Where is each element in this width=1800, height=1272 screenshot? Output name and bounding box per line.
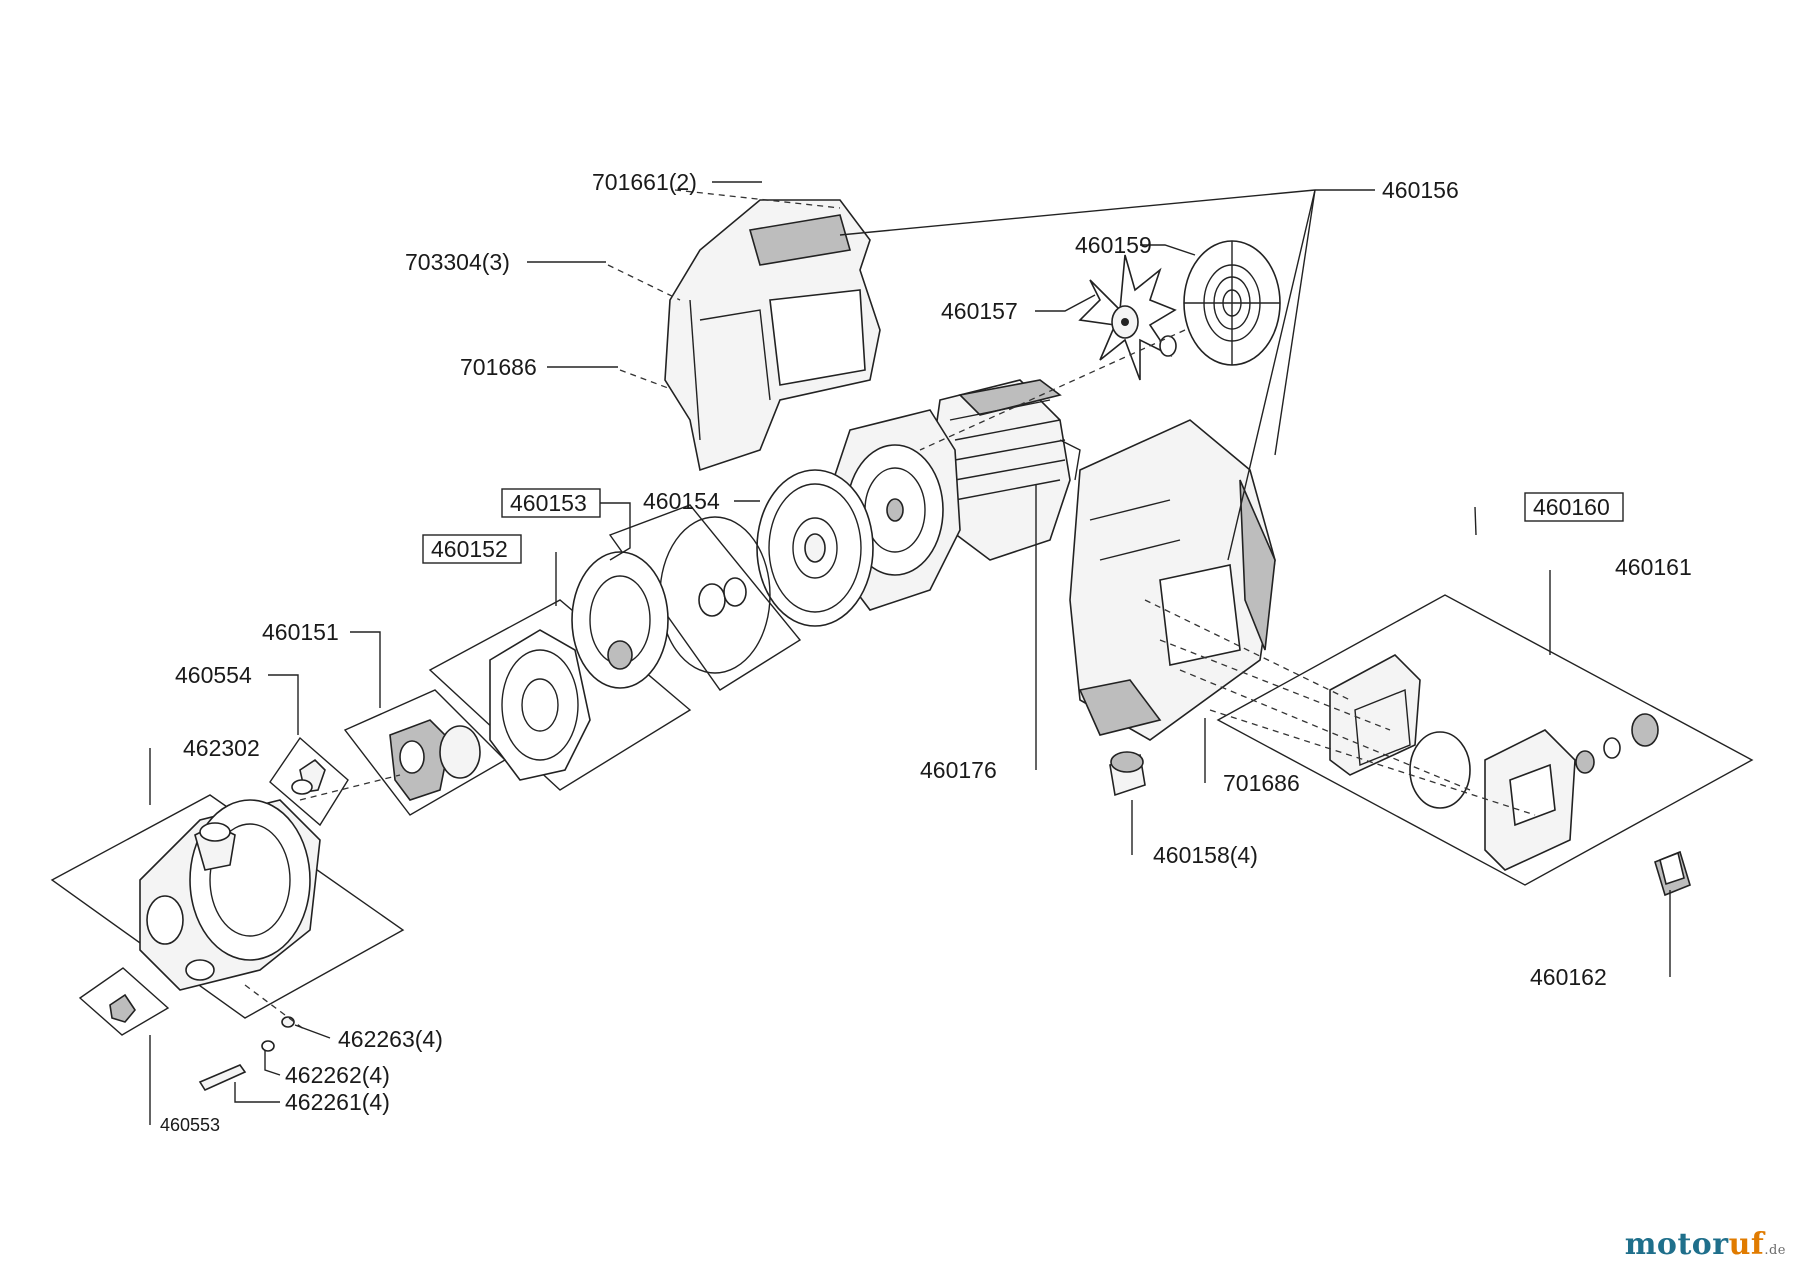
label-460157: 460157 [941, 298, 1018, 324]
box-460160 [1524, 492, 1624, 522]
label-701686-bottom: 701686 [1223, 770, 1300, 796]
boxed-labels [422, 488, 1624, 564]
rocker-switch-part [1654, 850, 1691, 897]
fan-grille-part [1183, 240, 1281, 366]
rubber-foot-part [1109, 751, 1146, 797]
label-460158: 460158(4) [1153, 842, 1258, 868]
o-ring-group [608, 504, 802, 691]
label-460153: 460153 [510, 490, 587, 516]
end-housing-part [1069, 419, 1276, 741]
seal-disc-part [756, 469, 874, 627]
label-460176: 460176 [920, 757, 997, 783]
assembly-lines [244, 189, 1536, 1031]
motor-cover-part [664, 199, 881, 472]
fan-part [1078, 254, 1177, 381]
label-703304: 703304(3) [405, 249, 510, 275]
label-701661: 701661(2) [592, 169, 697, 195]
label-462261: 462261(4) [285, 1089, 390, 1115]
label-462302: 462302 [183, 735, 260, 761]
label-701686-top: 701686 [460, 354, 537, 380]
watermark-part-c: .de [1764, 1243, 1786, 1258]
label-460156: 460156 [1382, 177, 1459, 203]
diffuser-group [343, 689, 507, 816]
label-460554: 460554 [175, 662, 252, 688]
impeller-group [428, 551, 692, 791]
label-460154: 460154 [643, 488, 720, 514]
label-460553: 460553 [160, 1115, 220, 1135]
leader-lines [149, 181, 1671, 1125]
label-460161: 460161 [1615, 554, 1692, 580]
box-460152 [422, 534, 522, 564]
part-labels: 701661(2) 703304(3) 701686 460156 460159… [160, 169, 1692, 1135]
plug-group [269, 736, 349, 827]
pump-housing-group [50, 794, 405, 1019]
watermark-part-b: uf [1728, 1227, 1765, 1262]
label-460162: 460162 [1530, 964, 1607, 990]
switch-box-group [1216, 594, 1754, 886]
label-460159: 460159 [1075, 232, 1152, 258]
motoruf-watermark: motoruf.de [1625, 1227, 1786, 1262]
box-460153 [501, 488, 601, 518]
label-460160: 460160 [1533, 494, 1610, 520]
watermark-part-a: motor [1624, 1227, 1729, 1262]
label-460151: 460151 [262, 619, 339, 645]
housing-screws-group [198, 1016, 295, 1092]
label-462262: 462262(4) [285, 1062, 390, 1088]
label-462263: 462263(4) [338, 1026, 443, 1052]
label-460152: 460152 [431, 536, 508, 562]
drain-plug-group [78, 967, 170, 1036]
